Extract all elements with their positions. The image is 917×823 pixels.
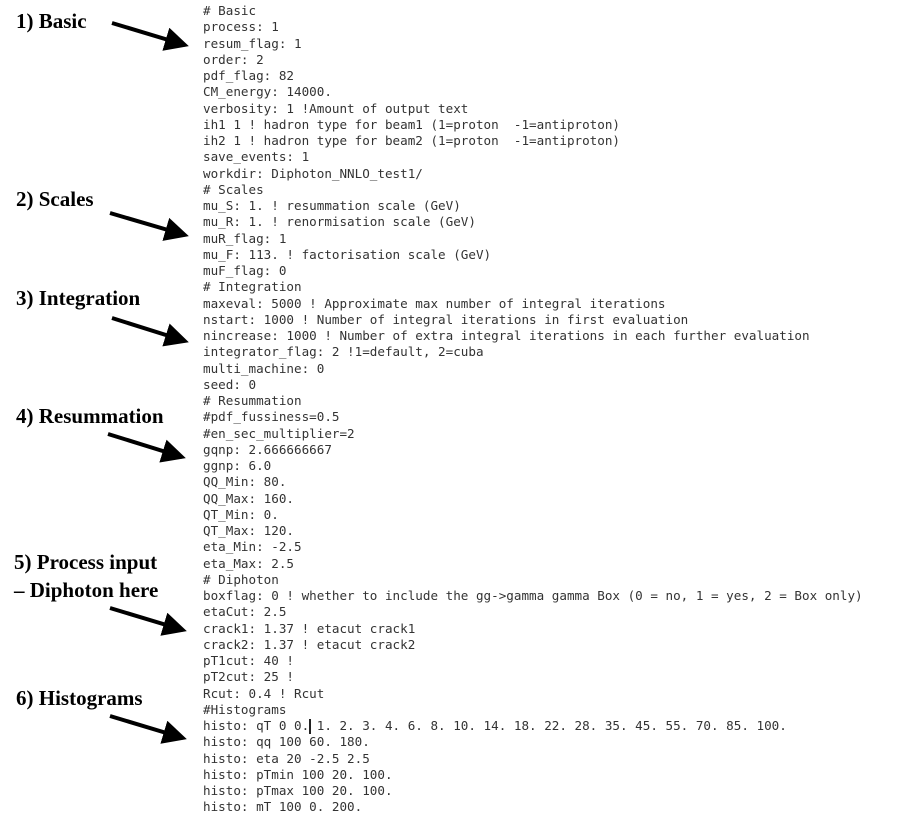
- code-line: seed: 0: [203, 376, 257, 392]
- annotation-scales: 2) Scales: [16, 187, 94, 211]
- code-line: save_events: 1: [203, 149, 310, 165]
- code-line: QQ_Max: 160.: [203, 490, 294, 506]
- text-cursor: [309, 718, 311, 734]
- code-line: crack2: 1.37 ! etacut crack2: [203, 636, 416, 652]
- arrow-histograms: [109, 714, 187, 744]
- code-line: mu_F: 113. ! factorisation scale (GeV): [203, 246, 492, 262]
- code-line: Rcut: 0.4 ! Rcut: [203, 685, 325, 701]
- code-line: ih1 1 ! hadron type for beam1 (1=proton …: [203, 116, 621, 132]
- arrow-scales: [109, 211, 189, 241]
- annotation-process-input: 5) Process input – Diphoton here: [14, 548, 158, 604]
- code-line: nstart: 1000 ! Number of integral iterat…: [203, 311, 689, 327]
- code-line: muR_flag: 1: [203, 230, 287, 246]
- code-line: histo: eta 20 -2.5 2.5: [203, 750, 370, 766]
- annotation-integration: 3) Integration: [16, 286, 141, 310]
- code-line: verbosity: 1 !Amount of output text: [203, 100, 469, 116]
- arrow-integration: [111, 316, 189, 347]
- code-line: # Integration: [203, 279, 302, 295]
- code-line: maxeval: 5000 ! Approximate max number o…: [203, 295, 666, 311]
- code-line: gqnp: 2.666666667: [203, 441, 332, 457]
- code-line: etaCut: 2.5: [203, 604, 287, 620]
- code-line: # Diphoton: [203, 571, 279, 587]
- code-line: eta_Max: 2.5: [203, 555, 294, 571]
- code-line: ggnp: 6.0: [203, 458, 272, 473]
- code-line: #en_sec_multiplier=2: [203, 425, 355, 441]
- code-line: # Basic: [203, 3, 257, 18]
- code-line: histo: qT 0 0. 1. 2. 3. 4. 6. 8. 10. 14.…: [203, 718, 787, 733]
- code-line: histo: pTmin 100 20. 100.: [203, 766, 393, 782]
- code-line: QQ_Min: 80.: [203, 474, 287, 490]
- code-line: workdir: Diphoton_NNLO_test1/: [203, 165, 423, 181]
- code-line: histo: mT 100 0. 200.: [203, 799, 363, 815]
- code-line: # Resummation: [203, 393, 302, 408]
- annotation-histograms: 6) Histograms: [16, 686, 143, 710]
- code-line: multi_machine: 0: [203, 360, 325, 376]
- annotation-process-input-line2: – Diphoton here: [14, 578, 159, 602]
- code-line: histo: qq 100 60. 180.: [203, 734, 370, 750]
- code-line: QT_Min: 0.: [203, 506, 279, 522]
- code-line: mu_S: 1. ! resummation scale (GeV): [203, 198, 461, 213]
- code-line: ih2 1 ! hadron type for beam2 (1=proton …: [203, 133, 621, 148]
- code-line: #Histograms: [203, 701, 287, 717]
- arrow-resummation: [107, 432, 186, 463]
- arrow-process-input: [109, 606, 187, 636]
- code-line: nincrease: 1000 ! Number of extra integr…: [203, 328, 810, 343]
- annotation-resummation: 4) Resummation: [16, 404, 164, 428]
- code-line: integrator_flag: 2 !1=default, 2=cuba: [203, 344, 484, 360]
- code-line: QT_Max: 120.: [203, 523, 294, 538]
- code-line: process: 1: [203, 19, 279, 35]
- code-line: pT2cut: 25 !: [203, 669, 294, 685]
- code-line: pT1cut: 40 !: [203, 653, 294, 668]
- code-line: histo: pTmax 100 20. 100.: [203, 783, 393, 798]
- code-line: boxflag: 0 ! whether to include the gg->…: [203, 588, 863, 603]
- code-line: CM_energy: 14000.: [203, 84, 332, 100]
- code-line: crack1: 1.37 ! etacut crack1: [203, 620, 416, 636]
- code-line: mu_R: 1. ! renormisation scale (GeV): [203, 214, 476, 230]
- code-line: pdf_flag: 82: [203, 68, 294, 83]
- annotation-basic: 1) Basic: [16, 9, 87, 33]
- arrow-basic: [111, 21, 189, 51]
- annotation-process-input-line1: 5) Process input: [14, 550, 158, 574]
- code-line: #pdf_fussiness=0.5: [203, 409, 340, 425]
- code-line: # Scales: [203, 181, 264, 197]
- code-line: order: 2: [203, 51, 264, 67]
- code-line: eta_Min: -2.5: [203, 539, 302, 555]
- code-line: resum_flag: 1: [203, 35, 302, 51]
- code-line: muF_flag: 0: [203, 263, 287, 278]
